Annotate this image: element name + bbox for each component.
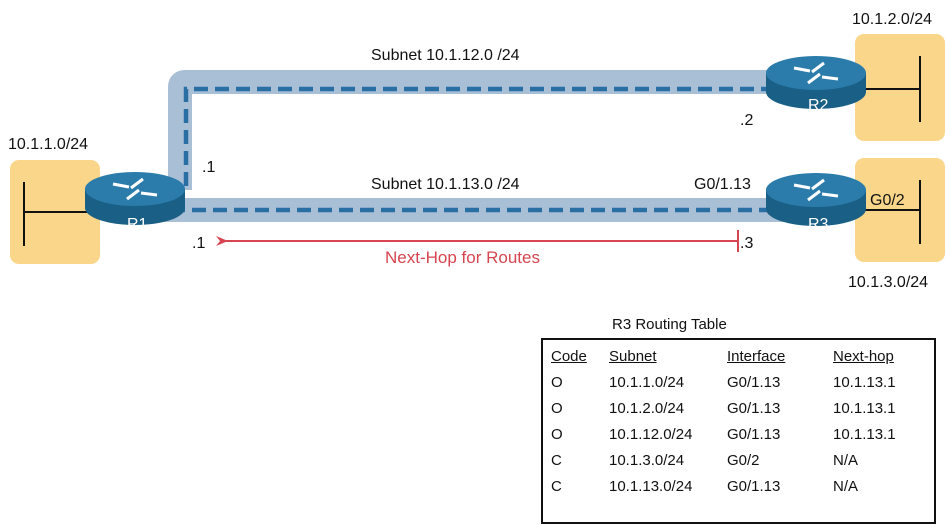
table-row: C 10.1.3.0/24 G0/2 N/A — [551, 452, 923, 478]
lan-r1 — [10, 160, 100, 264]
top-subnet-label: Subnet 10.1.12.0 /24 — [371, 47, 520, 64]
router-arrows-icon — [112, 177, 158, 201]
cell-interface: G0/2 — [727, 452, 760, 469]
routing-table: Code Subnet Interface Next-hop O 10.1.1.… — [541, 338, 936, 524]
cell-next-hop: N/A — [833, 478, 859, 495]
r1-bottom-host-label: .1 — [192, 235, 205, 252]
cell-next-hop: 10.1.13.1 — [833, 426, 896, 443]
cell-subnet: 10.1.2.0/24 — [609, 400, 685, 417]
router-r1-label: R1 — [127, 216, 148, 233]
r3-subif-label: G0/1.13 — [694, 176, 751, 193]
cell-next-hop: 10.1.13.1 — [833, 400, 896, 417]
router-r3-label: R3 — [808, 216, 829, 233]
lan-r1-label: 10.1.1.0/24 — [8, 136, 88, 153]
router-r1 — [85, 172, 185, 225]
cell-code: C — [551, 478, 562, 495]
next-hop-arrow — [216, 230, 739, 252]
lan-r3-label: 10.1.3.0/24 — [848, 274, 928, 291]
cell-code: O — [551, 400, 563, 417]
cell-code: O — [551, 374, 563, 391]
link-r1-r3 — [135, 198, 815, 222]
r2-host-label: .2 — [740, 112, 753, 129]
cell-next-hop: N/A — [833, 452, 859, 469]
router-arrows-icon — [793, 178, 839, 202]
lan-r2-label: 10.1.2.0/24 — [852, 11, 932, 28]
r3-host-label: .3 — [740, 235, 753, 252]
next-hop-label: Next-Hop for Routes — [385, 248, 540, 267]
cell-interface: G0/1.13 — [727, 478, 781, 495]
r3-lan-if-label: G0/2 — [870, 192, 905, 209]
router-r2-label: R2 — [808, 97, 829, 114]
link-r1-r2 — [168, 70, 815, 190]
bottom-subnet-label: Subnet 10.1.13.0 /24 — [371, 176, 520, 193]
cell-code: O — [551, 426, 563, 443]
cell-code: C — [551, 452, 562, 469]
cell-interface: G0/1.13 — [727, 400, 781, 417]
routing-table-header: Code Subnet Interface Next-hop — [551, 348, 923, 374]
cell-next-hop: 10.1.13.1 — [833, 374, 896, 391]
header-next-hop: Next-hop — [833, 348, 894, 365]
routing-table-grid: Code Subnet Interface Next-hop O 10.1.1.… — [551, 348, 923, 504]
cell-interface: G0/1.13 — [727, 374, 781, 391]
header-subnet: Subnet — [609, 348, 657, 365]
header-interface: Interface — [727, 348, 786, 365]
r1-top-host-label: .1 — [202, 159, 215, 176]
header-code: Code — [551, 348, 587, 365]
table-row: O 10.1.12.0/24 G0/1.13 10.1.13.1 — [551, 426, 923, 452]
router-arrows-icon — [793, 61, 839, 85]
router-r2 — [766, 56, 866, 109]
cell-subnet: 10.1.13.0/24 — [609, 478, 693, 495]
cell-subnet: 10.1.1.0/24 — [609, 374, 685, 391]
router-r3 — [766, 173, 866, 226]
table-row: O 10.1.2.0/24 G0/1.13 10.1.13.1 — [551, 400, 923, 426]
routing-table-title: R3 Routing Table — [612, 316, 727, 333]
lan-r3 — [855, 158, 945, 262]
table-row: C 10.1.13.0/24 G0/1.13 N/A — [551, 478, 923, 504]
table-row: O 10.1.1.0/24 G0/1.13 10.1.13.1 — [551, 374, 923, 400]
cell-subnet: 10.1.3.0/24 — [609, 452, 685, 469]
cell-subnet: 10.1.12.0/24 — [609, 426, 693, 443]
cell-interface: G0/1.13 — [727, 426, 781, 443]
